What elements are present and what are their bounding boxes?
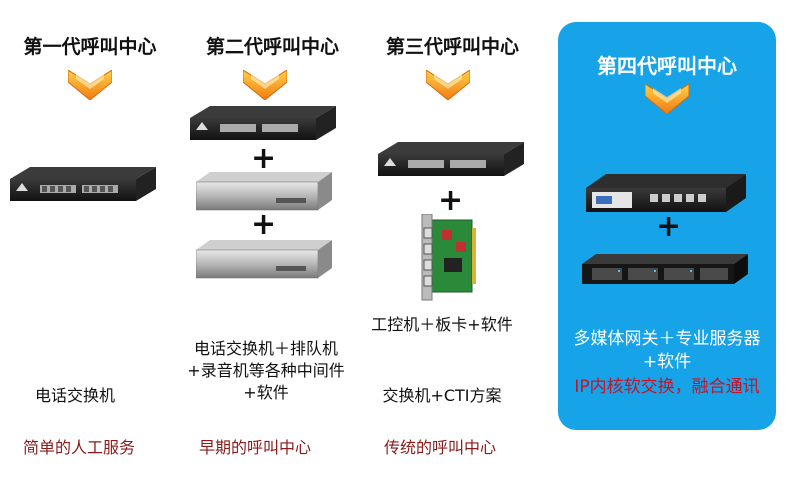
telephony-card-icon xyxy=(421,214,476,301)
queue-machine-icon xyxy=(196,172,332,211)
gen2-note: 早期的呼叫中心 xyxy=(198,438,311,457)
server-icon xyxy=(582,254,748,284)
gen3-note: 传统的呼叫中心 xyxy=(383,438,496,457)
gen4-note: IP内核软交换，融合通讯 xyxy=(574,377,760,397)
recorder-machine-icon xyxy=(196,240,332,279)
gen1-note: 简单的人工服务 xyxy=(22,438,135,457)
plus-icon: + xyxy=(251,141,277,176)
chevron-down-icon xyxy=(645,84,689,114)
media-gateway-icon xyxy=(586,174,746,212)
industrial-pc-icon xyxy=(378,142,524,176)
plus-icon: + xyxy=(251,207,277,242)
plus-icon: + xyxy=(656,209,682,244)
chevron-down-icon xyxy=(426,70,470,100)
telephone-switch-icon xyxy=(10,167,156,201)
gen2-title: 第二代呼叫中心 xyxy=(205,36,339,58)
gen3-title: 第三代呼叫中心 xyxy=(385,36,519,58)
gen4-title: 第四代呼叫中心 xyxy=(597,54,737,78)
gen4-desc: 多媒体网关＋专业服务器+软件 xyxy=(573,329,761,372)
gen2-desc: 电话交换机＋排队机+录音机等各种中间件+软件 xyxy=(187,339,345,402)
gen1-desc: 电话交换机 xyxy=(34,386,115,405)
chevron-down-icon xyxy=(68,70,112,100)
chevron-down-icon xyxy=(243,70,287,100)
gen3-desc2: 交换机+CTI方案 xyxy=(382,386,502,405)
gen4-panel xyxy=(558,22,776,430)
telephone-switch-icon xyxy=(190,106,336,140)
gen3-desc: 工控机＋板卡+软件 xyxy=(371,315,513,334)
plus-icon: + xyxy=(438,183,464,218)
gen1-title: 第一代呼叫中心 xyxy=(23,36,157,58)
